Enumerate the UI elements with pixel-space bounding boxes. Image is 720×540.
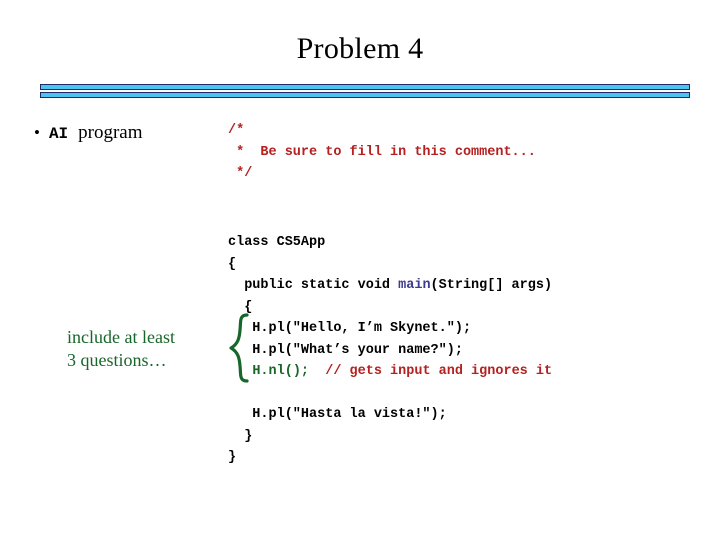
javadoc-comment-block: /* * Be sure to fill in this comment... … xyxy=(228,120,536,185)
code-readline-gap xyxy=(309,364,325,379)
bullet-label-mono: AI xyxy=(48,125,69,143)
code-line-close-main-brace: } xyxy=(228,428,253,444)
annotation-line-2: 3 questions… xyxy=(67,350,167,370)
code-line-open-main-brace: { xyxy=(228,299,253,315)
comment-line-3: */ xyxy=(228,166,253,181)
annotation-line-1: include at least xyxy=(67,327,175,347)
annotation-include-questions: include at least 3 questions… xyxy=(67,326,227,372)
code-line-print-name: H.pl("What’s your name?"); xyxy=(228,342,463,358)
header-rule-group xyxy=(40,84,690,98)
left-curly-brace-icon xyxy=(229,313,249,383)
bullet-marker-icon: • xyxy=(34,123,40,142)
bullet-label-serif: program xyxy=(78,122,143,143)
code-line-open-class-brace: { xyxy=(228,256,237,272)
header-rule-bar-bottom xyxy=(40,92,690,98)
code-main-prefix: public static void xyxy=(228,278,399,293)
code-line-print-hello: H.pl("Hello, I’m Skynet."); xyxy=(228,321,472,336)
page-title: Problem 4 xyxy=(296,32,424,65)
code-line-main-signature: public static void main(String[] args) xyxy=(228,278,552,293)
code-line-close-class-brace: } xyxy=(228,450,237,465)
code-line-readline: H.nl(); // gets input and ignores it xyxy=(228,364,552,379)
java-source-block: class CS5App { public static void main(S… xyxy=(228,232,552,469)
code-line-print-farewell: H.pl("Hasta la vista!"); xyxy=(228,407,447,422)
header-rule-bar-top xyxy=(40,84,690,90)
code-line-class-decl: class CS5App xyxy=(228,235,326,250)
comment-line-2: * Be sure to fill in this comment... xyxy=(228,144,536,160)
code-readline-call: H.nl(); xyxy=(252,364,310,379)
bullet-item-ai-program: • AI program xyxy=(34,122,143,144)
code-main-params: (String[] args) xyxy=(430,278,553,293)
comment-line-1: /* xyxy=(228,123,245,138)
code-readline-comment: // gets input and ignores it xyxy=(325,364,553,379)
code-main-identifier: main xyxy=(398,278,431,293)
